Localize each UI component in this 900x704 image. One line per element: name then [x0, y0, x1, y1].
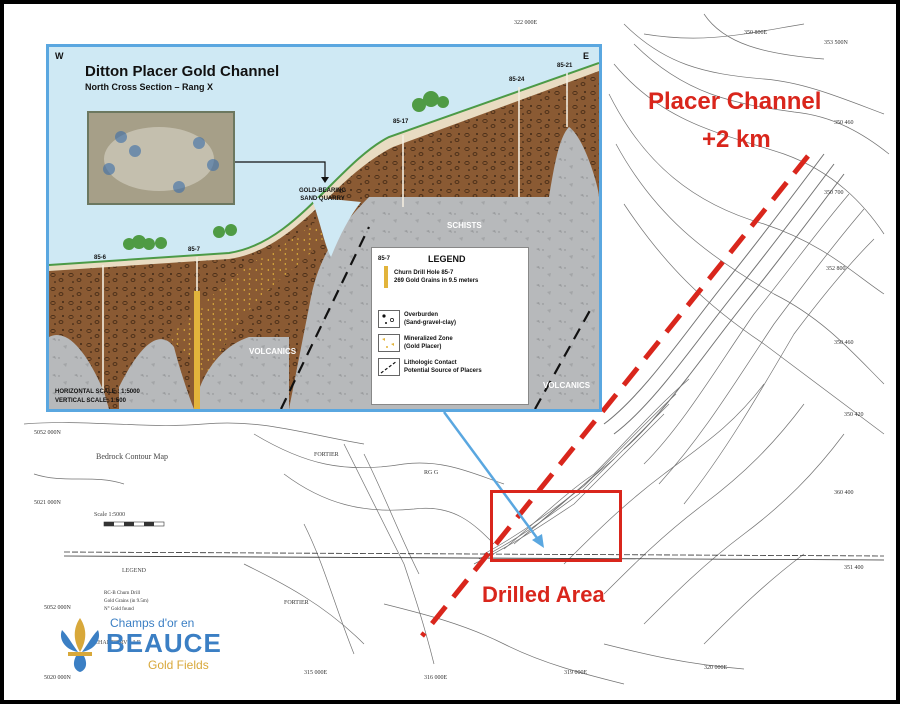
- svg-text:RC-B Churn Drill: RC-B Churn Drill: [104, 591, 141, 596]
- quarry-label-line1: GOLD-BEARING: [299, 188, 346, 194]
- drill-hole-label-85-6: 85-6: [94, 255, 107, 261]
- svg-text:5020 000N: 5020 000N: [44, 675, 72, 681]
- inset-title: Ditton Placer Gold Channel: [85, 63, 280, 80]
- bedrock-map-label: Bedrock Contour Map: [96, 452, 168, 461]
- beauce-logo: Champs d'or en BEAUCE Gold Fields: [52, 612, 252, 682]
- legend-mineralized-1: Mineralized Zone: [404, 336, 453, 342]
- legend-hole-swatch: [384, 266, 388, 288]
- svg-text:320 000E: 320 000E: [704, 665, 728, 671]
- cross-section-inset: W E Ditton Placer Gold Channel North Cro…: [46, 44, 602, 412]
- drill-hole-label-85-24: 85-24: [509, 77, 525, 83]
- drill-hole-label-85-21: 85-21: [557, 63, 573, 69]
- placer-channel-distance: +2 km: [702, 126, 771, 153]
- logo-line1: Champs d'or en: [110, 616, 195, 630]
- inset-east-label: E: [583, 51, 590, 61]
- svg-text:5052 000N: 5052 000N: [34, 430, 62, 436]
- scale-label: Scale 1:5000: [94, 512, 125, 518]
- drill-hole-label-85-7: 85-7: [188, 247, 201, 253]
- svg-text:353 500N: 353 500N: [824, 40, 849, 46]
- fleur-de-lis-icon: [60, 618, 100, 672]
- legend-title: LEGEND: [428, 254, 466, 264]
- logo-line3: Gold Fields: [148, 658, 209, 672]
- horizontal-scale: HORIZONTAL SCALE : 1:5000: [55, 389, 140, 395]
- svg-text:Gold Grains (in 9.5m): Gold Grains (in 9.5m): [104, 599, 149, 604]
- section-legend: LEGEND 85-7 Churn Drill Hole 85-7 269 Go…: [371, 247, 529, 405]
- quarry-label-line2: SAND QUARRY: [300, 196, 345, 202]
- schists-label: SCHISTS: [447, 221, 482, 230]
- scale-bar: [103, 521, 165, 527]
- legend-contact-swatch: [378, 358, 400, 376]
- svg-text:350 460: 350 460: [834, 120, 854, 126]
- legend-mineralized-2: (Gold Placer): [404, 344, 442, 350]
- svg-text:351 400: 351 400: [844, 565, 864, 571]
- svg-text:352 800: 352 800: [826, 266, 846, 272]
- svg-text:350 460: 350 460: [834, 340, 854, 346]
- legend-contact-2: Potential Source of Placers: [404, 368, 482, 374]
- legend-contact-1: Lithologic Contact: [404, 360, 457, 366]
- svg-text:FORTIER: FORTIER: [284, 600, 309, 606]
- town-label: CHARTIERVILLE: [94, 640, 141, 646]
- placer-channel-label: Placer Channel: [648, 88, 822, 115]
- svg-text:322 000E: 322 000E: [514, 20, 538, 26]
- logo-line2: BEAUCE: [106, 628, 222, 658]
- legend-overburden-1: Overburden: [404, 312, 439, 318]
- svg-text:350 420: 350 420: [844, 412, 864, 418]
- svg-text:315 000E: 315 000E: [304, 670, 328, 676]
- drilled-area-label: Drilled Area: [482, 582, 605, 607]
- legend-overburden-swatch: [378, 310, 400, 328]
- inset-subtitle: North Cross Section – Rang X: [85, 82, 214, 92]
- svg-text:FORTIER: FORTIER: [314, 452, 339, 458]
- vertical-scale: VERTICAL SCALE: 1:500: [55, 398, 126, 404]
- svg-text:350 700: 350 700: [824, 190, 844, 196]
- map-frame: 322 000E 350 800E 353 500N 350 460 350 7…: [4, 4, 896, 700]
- legend-overburden-2: (Sand-gravel-clay): [404, 320, 457, 326]
- legend-mineralized-swatch: [378, 334, 400, 352]
- svg-text:5021 000N: 5021 000N: [34, 500, 62, 506]
- svg-text:316 000E: 316 000E: [424, 675, 448, 681]
- drill-hole-label-85-17: 85-17: [393, 119, 409, 125]
- svg-text:319 000E: 319 000E: [564, 670, 588, 676]
- svg-text:N° Gold found: N° Gold found: [104, 607, 134, 612]
- volcanics-right-label: VOLCANICS: [543, 381, 591, 390]
- volcanics-left-label: VOLCANICS: [249, 347, 297, 356]
- svg-text:360 400: 360 400: [834, 490, 854, 496]
- legend-hole-id: 85-7: [378, 256, 391, 262]
- inset-west-label: W: [55, 51, 64, 61]
- svg-text:5052 000N: 5052 000N: [44, 605, 72, 611]
- svg-text:RG G: RG G: [424, 470, 439, 476]
- map-legend-label: LEGEND: [122, 568, 147, 574]
- legend-hole-desc-1: Churn Drill Hole 85-7: [394, 270, 454, 276]
- drilled-area-box: [490, 490, 622, 562]
- svg-text:350 800E: 350 800E: [744, 30, 768, 36]
- legend-hole-desc-2: 269 Gold Grains in 9.5 meters: [394, 278, 479, 284]
- quarry-label: GOLD-BEARING SAND QUARRY: [299, 187, 346, 203]
